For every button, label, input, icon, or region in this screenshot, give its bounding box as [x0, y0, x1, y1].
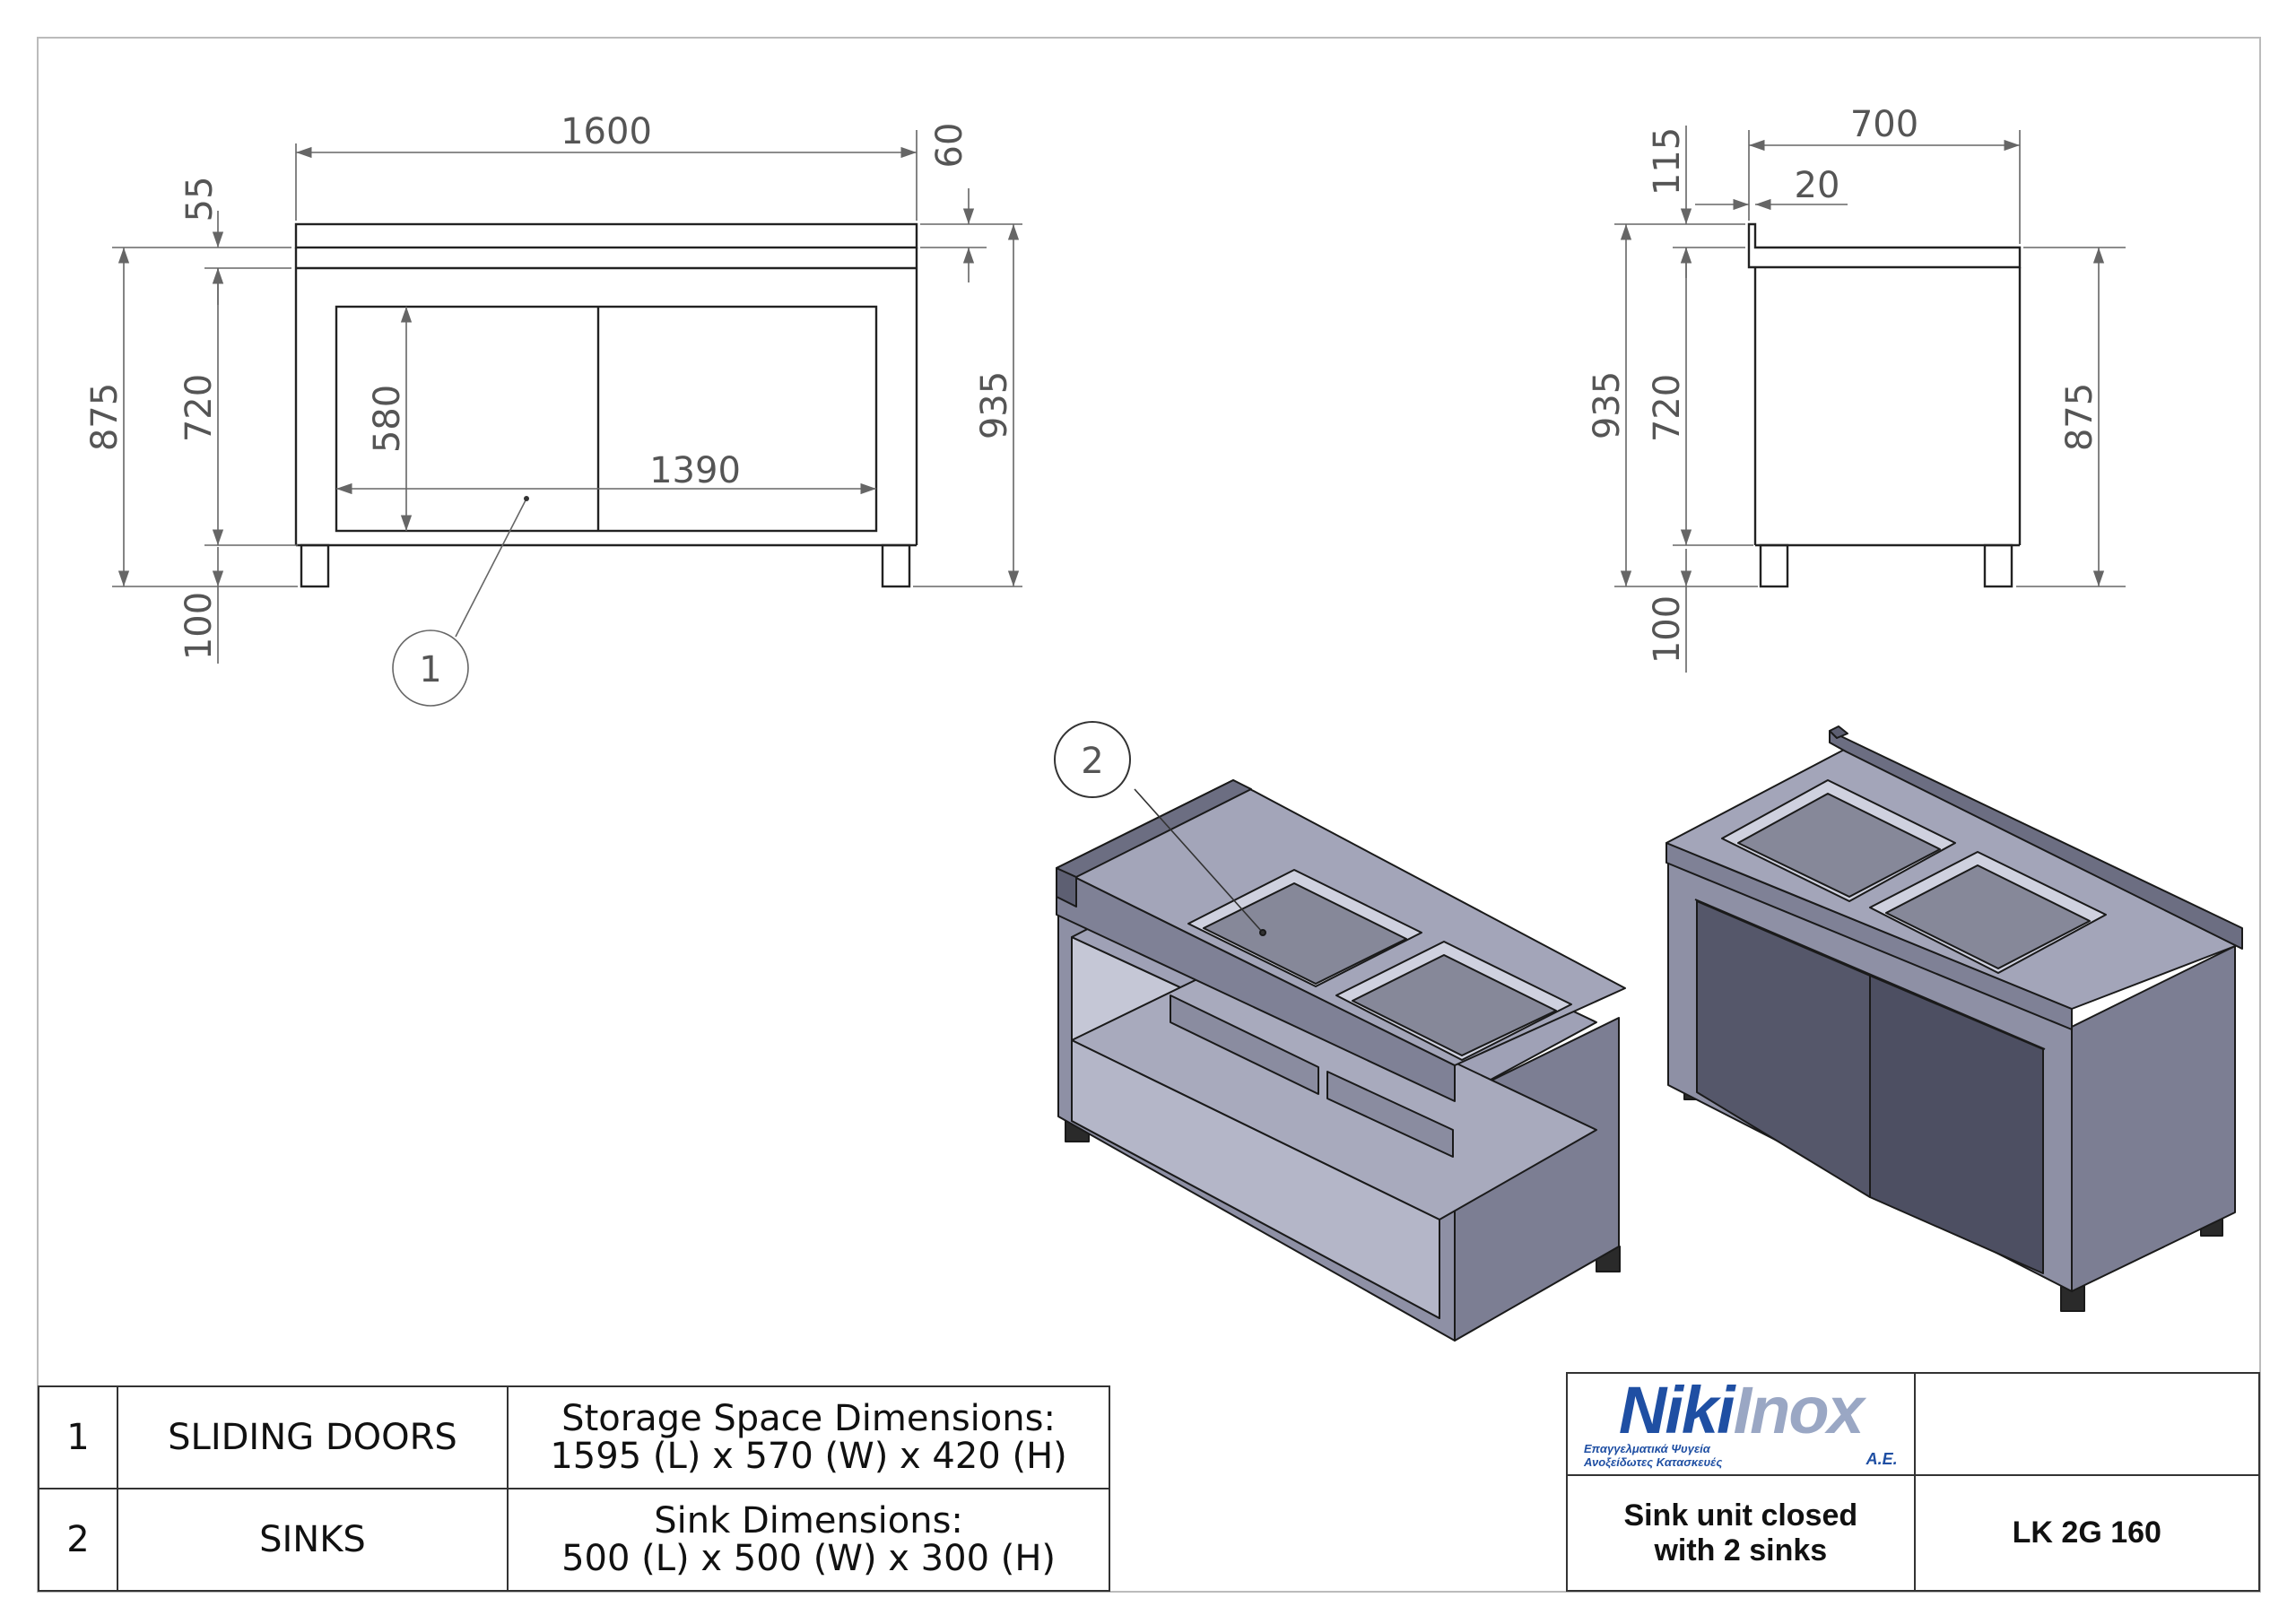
dim-front-height-935: 935 [974, 371, 1015, 439]
dim-side-height-720: 720 [1647, 374, 1688, 442]
dim-front-height-720: 720 [178, 374, 220, 442]
balloon-2: 2 [1081, 741, 1103, 782]
dim-side-upstand-115: 115 [1647, 127, 1688, 195]
bom-description-line1: Sink Dimensions: [654, 1500, 963, 1541]
dim-side-upstand-20: 20 [1795, 165, 1840, 206]
dim-side-height-875: 875 [2059, 383, 2100, 451]
front-view: 1600 60 55 875 720 935 580 1390 100 1 [84, 111, 1022, 707]
bom-description-line1: Storage Space Dimensions: [561, 1398, 1056, 1439]
bom-number: 1 [38, 1385, 118, 1489]
bom-row: 1 SLIDING DOORS Storage Space Dimensions… [38, 1385, 1110, 1489]
dim-front-length: 1600 [561, 111, 652, 152]
dim-front-door-width: 1390 [649, 450, 741, 491]
bom-description: Sink Dimensions: 500 (L) x 500 (W) x 300… [507, 1488, 1110, 1592]
logo-tagline: Επαγγελματικά Ψυγεία Ανοξείδωτες Κατασκε… [1584, 1442, 1723, 1469]
dim-side-leg: 100 [1647, 595, 1688, 664]
bom-description: Storage Space Dimensions: 1595 (L) x 570… [507, 1385, 1110, 1489]
balloon-1: 1 [419, 649, 441, 690]
bom-number: 2 [38, 1488, 118, 1592]
drawing-description: Sink unit closed with 2 sinks [1566, 1474, 1916, 1592]
bom-description-line2: 1595 (L) x 570 (W) x 420 (H) [550, 1436, 1067, 1477]
product-code: LK 2G 160 [1913, 1474, 2261, 1592]
dim-side-height-935: 935 [1587, 371, 1628, 439]
side-view: 700 20 115 935 720 875 100 [1587, 104, 2126, 673]
bom-name: SLIDING DOORS [116, 1385, 509, 1489]
bill-of-materials: 1 SLIDING DOORS Storage Space Dimensions… [38, 1385, 1110, 1592]
dim-front-door-height: 580 [367, 385, 408, 453]
title-block: NikiInox Επαγγελματικά Ψυγεία Ανοξείδωτε… [1566, 1372, 2261, 1592]
sheet-border [37, 37, 2261, 1593]
company-logo: NikiInox Επαγγελματικά Ψυγεία Ανοξείδωτε… [1566, 1372, 1916, 1476]
bom-description-line2: 500 (L) x 500 (W) x 300 (H) [561, 1538, 1057, 1579]
title-empty-cell [1913, 1372, 2261, 1476]
logo-ae: A.E. [1866, 1450, 1898, 1468]
iso-view-open [1054, 721, 1626, 1342]
dim-front-height-875: 875 [84, 383, 126, 451]
dim-side-depth: 700 [1850, 104, 1918, 145]
bom-name: SINKS [116, 1488, 509, 1592]
dim-front-top-thickness: 55 [179, 177, 221, 222]
iso-view-closed [1665, 725, 2243, 1312]
dim-front-leg: 100 [178, 592, 220, 660]
logo-wordmark: NikiInox [1618, 1373, 1865, 1447]
dim-front-backsplash: 60 [929, 123, 970, 169]
bom-row: 2 SINKS Sink Dimensions: 500 (L) x 500 (… [38, 1488, 1110, 1592]
